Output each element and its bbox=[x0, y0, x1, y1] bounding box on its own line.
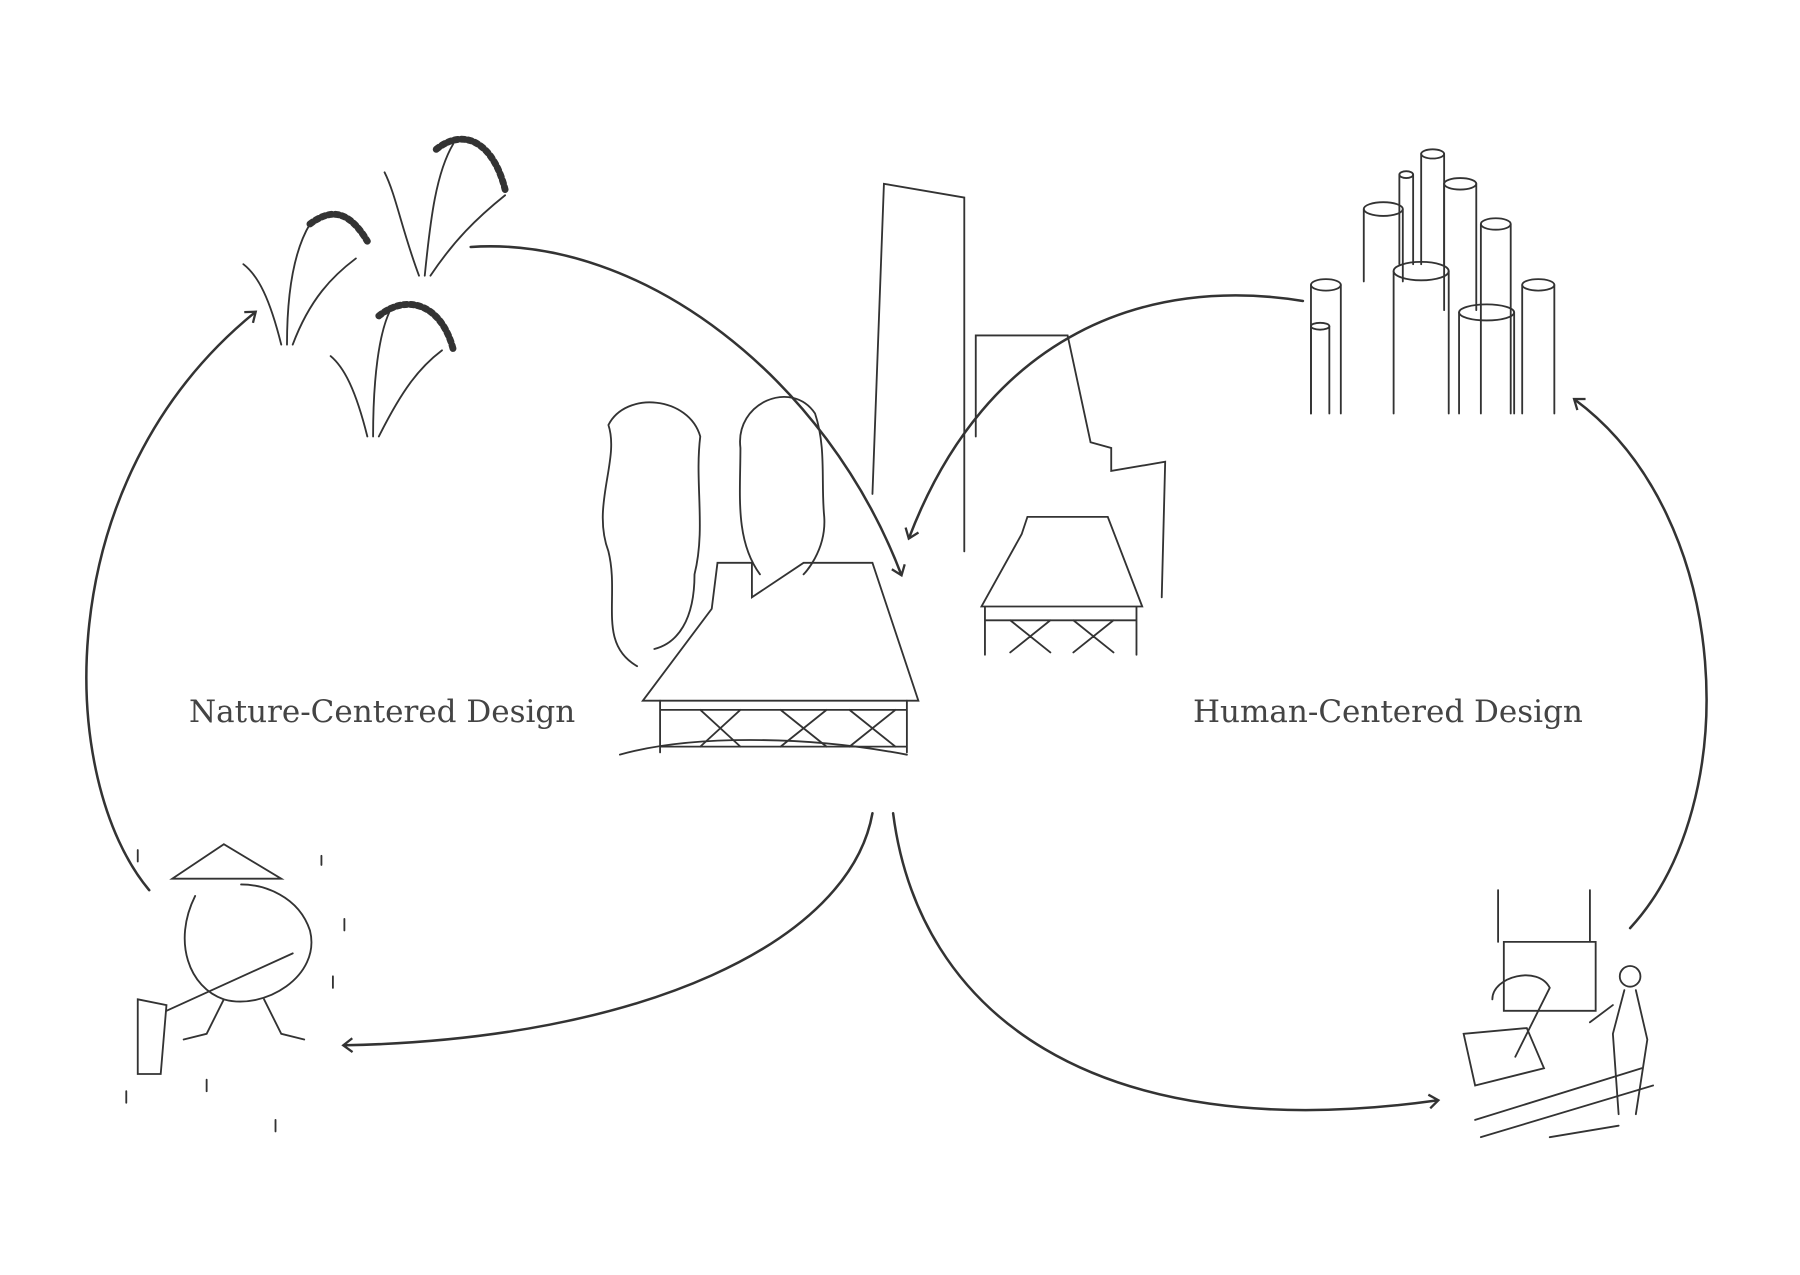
farmer-icon bbox=[125, 843, 346, 1133]
rice-plant-icon bbox=[242, 135, 509, 438]
nature-centered-design-label: Nature-Centered Design bbox=[189, 694, 576, 730]
foundry-worker-icon bbox=[1462, 889, 1654, 1139]
arrow-bottom-right bbox=[891, 811, 1441, 1112]
arrow-far-right bbox=[1572, 397, 1708, 930]
human-centered-design-label: Human-Centered Design bbox=[1193, 694, 1583, 730]
arrow-bottom-left bbox=[341, 811, 874, 1053]
arrow-top-right bbox=[904, 294, 1305, 541]
farmhouse-icon bbox=[601, 396, 1144, 756]
industrial-towers-icon bbox=[1310, 148, 1556, 415]
arrow-top-left bbox=[469, 245, 906, 578]
building-icon bbox=[871, 182, 1167, 599]
arrow-far-left bbox=[85, 310, 258, 892]
